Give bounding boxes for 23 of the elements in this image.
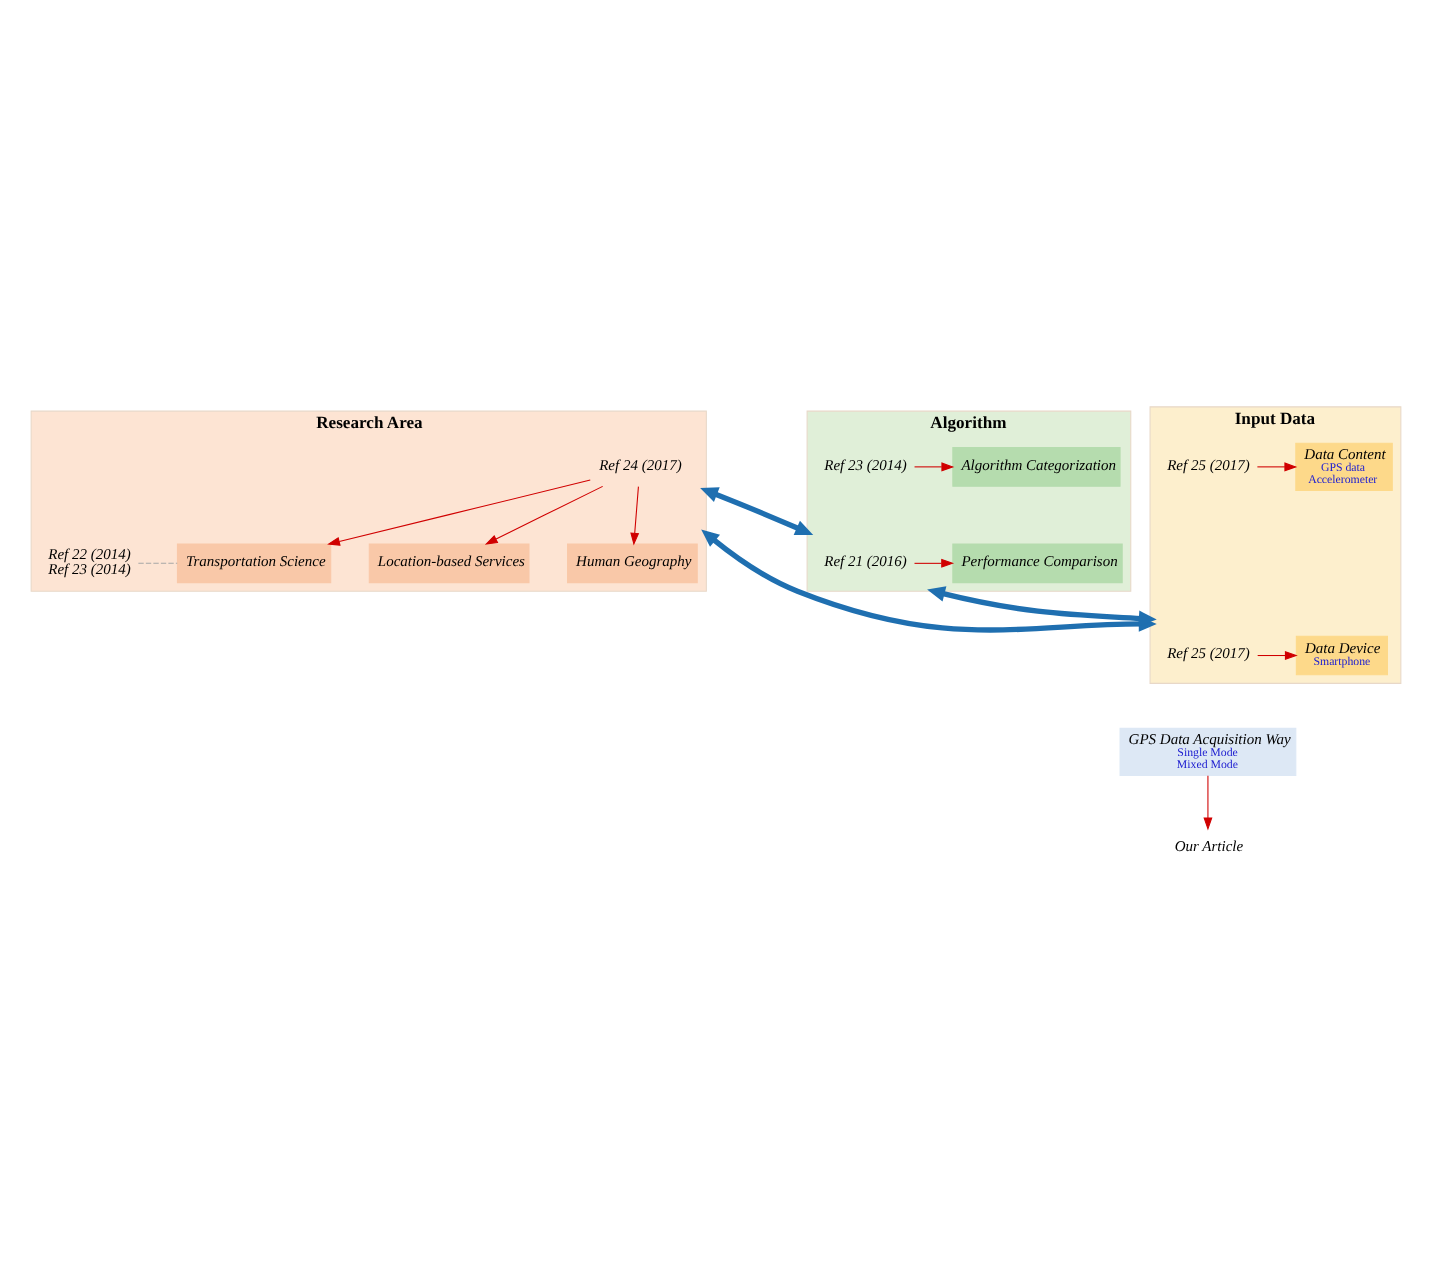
node-box: Human Geography [567,543,698,584]
node-text: Ref 25 (2017) [1167,644,1250,663]
arrow [1203,775,1213,831]
arrow [700,487,814,535]
node-text: Ref 22 (2014) Ref 23 (2014) [48,545,131,579]
arrow [914,462,955,472]
node-box: Performance Comparison [952,543,1123,584]
node-text: Ref 25 (2017) [1167,455,1250,474]
node-text: Ref 23 (2014) [824,455,907,474]
node-text: Ref 21 (2016) [824,552,907,571]
arrow [327,479,591,546]
node-box: Location-based Services [368,543,530,584]
node-text: Our Article [1174,837,1244,856]
arrow [1256,462,1298,472]
arrow [630,486,640,546]
arrow [913,558,955,568]
arrow [927,586,1157,627]
arrow [484,485,604,545]
node-box: Transportation Science [176,543,332,584]
arrow [1257,651,1298,660]
connector [137,562,178,564]
node-text: Ref 24 (2017) [599,455,682,474]
node-box: Algorithm Categorization [952,447,1121,487]
